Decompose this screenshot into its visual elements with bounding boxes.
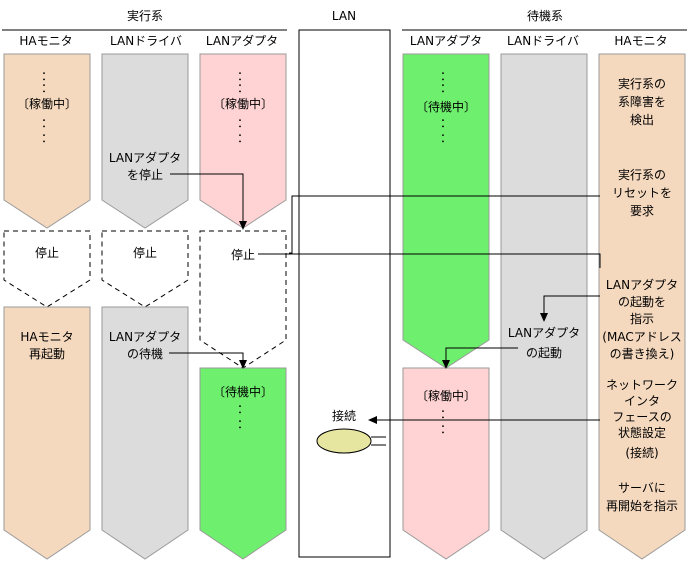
arrowhead-icon bbox=[368, 416, 377, 424]
step-mac-rewrite: の書き換え) bbox=[610, 347, 675, 361]
active-lan-adapter-stop-label: 停止 bbox=[231, 247, 255, 262]
active-lan-adapter-stop-block bbox=[199, 230, 287, 369]
step-server-restart: 再開始を指示 bbox=[606, 498, 678, 513]
active-ha-monitor-restart-label: 再起動 bbox=[29, 347, 65, 361]
standby-ha-monitor-block bbox=[598, 53, 686, 560]
dots-icon: ： bbox=[440, 81, 452, 95]
arrowhead-icon bbox=[239, 360, 247, 369]
step-instruct-start: 指示 bbox=[630, 311, 654, 326]
standby-lan-driver-start-label: の起動 bbox=[526, 346, 562, 360]
col-standby-lan-adapter: LANアダプタ bbox=[410, 33, 482, 48]
active-ha-monitor-stop-block bbox=[3, 230, 91, 308]
lan-bus bbox=[298, 29, 391, 558]
dots-icon: ： bbox=[440, 69, 452, 83]
dots-icon: ： bbox=[440, 407, 452, 421]
dots-icon: ： bbox=[41, 69, 53, 83]
active-ha-monitor-state: 〔稼働中〕 bbox=[17, 96, 77, 111]
step-detect-failure: 系障害を bbox=[618, 94, 666, 109]
step-detect-failure: 検出 bbox=[630, 113, 654, 127]
step-server-restart: サーバに bbox=[618, 481, 666, 495]
step-instruct-start: の起動を bbox=[618, 295, 666, 309]
header-active-system: 実行系 bbox=[127, 8, 163, 23]
active-lan-driver-stop-label: 停止 bbox=[133, 245, 157, 260]
dots-icon: ： bbox=[440, 422, 452, 436]
arrow-stop-adapter bbox=[170, 173, 244, 228]
active-lan-driver-wait-label: LANアダプタ bbox=[109, 329, 181, 344]
dots-icon: ： bbox=[41, 116, 53, 130]
step-interface-setting: インタ bbox=[624, 394, 660, 408]
lan-connect-label: 接続 bbox=[332, 408, 356, 423]
standby-lan-adapter-standby-block bbox=[402, 53, 490, 369]
active-ha-monitor-restart-label: HAモニタ bbox=[20, 330, 73, 344]
dots-icon: ： bbox=[41, 81, 53, 95]
step-detect-failure: 実行系の bbox=[618, 76, 666, 91]
dots-icon: ： bbox=[440, 131, 452, 145]
lan-connector-icon bbox=[316, 428, 372, 454]
active-lan-driver-stop-adapter-label: LANアダプタ bbox=[109, 150, 181, 165]
step-instruct-start: LANアダプタ bbox=[606, 277, 678, 292]
active-ha-monitor-stop-label: 停止 bbox=[35, 245, 59, 260]
active-lan-driver-wait-block bbox=[101, 306, 189, 560]
active-lan-driver-stop-adapter-label: を停止 bbox=[127, 167, 163, 182]
dots-icon: ： bbox=[41, 131, 53, 145]
dots-icon: ： bbox=[237, 402, 249, 416]
active-lan-driver-block bbox=[101, 53, 189, 229]
line-stop bbox=[258, 253, 601, 268]
col-active-ha-monitor: HAモニタ bbox=[19, 34, 72, 48]
step-mac-rewrite: (MACアドレス bbox=[602, 330, 681, 344]
active-lan-adapter-standby-block bbox=[199, 367, 287, 560]
line-request-reset bbox=[289, 195, 600, 254]
standby-lan-adapter-state: 〔待機中〕 bbox=[416, 99, 476, 114]
standby-lan-adapter-running-block bbox=[402, 367, 490, 560]
arrowhead-icon bbox=[442, 360, 450, 369]
step-interface-setting: ネットワーク bbox=[606, 378, 678, 392]
dots-icon: ： bbox=[237, 116, 249, 130]
standby-lan-adapter-running-state: 〔稼働中〕 bbox=[416, 388, 476, 403]
active-ha-monitor-restart-block bbox=[3, 306, 91, 560]
arrowhead-icon bbox=[540, 313, 548, 322]
standby-lan-driver-start-label: LANアダプタ bbox=[508, 325, 580, 340]
col-active-lan-adapter: LANアダプタ bbox=[206, 33, 278, 48]
active-lan-driver-stop-block bbox=[101, 230, 189, 308]
header-standby-system: 待機系 bbox=[527, 8, 563, 23]
step-interface-setting: (接続) bbox=[625, 445, 658, 460]
step-request-reset: 実行系の bbox=[618, 167, 666, 182]
step-interface-setting: 状態設定 bbox=[618, 425, 666, 440]
dots-icon: ： bbox=[237, 69, 249, 83]
active-lan-adapter-state: 〔稼働中〕 bbox=[213, 96, 273, 111]
active-lan-driver-wait-label: の待機 bbox=[127, 346, 163, 361]
dots-icon: ： bbox=[237, 81, 249, 95]
step-request-reset: 要求 bbox=[630, 204, 654, 218]
step-interface-setting: フェースの bbox=[612, 410, 671, 424]
col-standby-lan-driver: LANドライバ bbox=[507, 34, 579, 48]
dots-icon: ： bbox=[440, 116, 452, 130]
active-ha-monitor-running-block bbox=[3, 53, 91, 229]
active-lan-adapter-running-block bbox=[199, 53, 287, 229]
arrowhead-icon bbox=[239, 221, 247, 230]
dots-icon: ： bbox=[237, 131, 249, 145]
step-request-reset: リセットを bbox=[612, 186, 672, 200]
col-standby-ha-monitor: HAモニタ bbox=[614, 34, 667, 48]
dots-icon: ： bbox=[237, 417, 249, 431]
col-active-lan-driver: LANドライバ bbox=[110, 34, 182, 48]
header-lan: LAN bbox=[332, 9, 356, 23]
arrow-instruct-start bbox=[543, 295, 600, 320]
active-lan-adapter-standby-state: 〔待機中〕 bbox=[213, 384, 273, 399]
